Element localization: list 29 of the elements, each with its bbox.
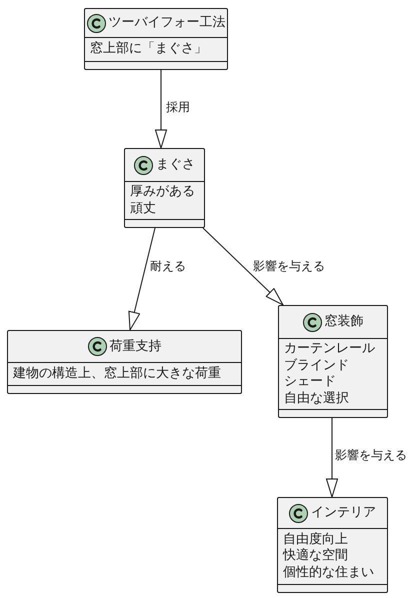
inheritance-arrow [128,228,156,330]
class-attribute: 窓上部に「まぐさ」 [90,41,208,58]
inheritance-arrow [202,228,284,306]
edge-label: 影響を与える [253,259,325,274]
class-name: 窓装飾 [324,314,364,330]
class-name: ツーバイフォー工法 [108,15,226,31]
edge-label: 耐える [150,259,186,274]
inheritance-arrow [326,418,338,498]
inheritance-arrow [155,70,167,148]
class-attribute: 頑丈 [130,200,157,217]
class-box [7,330,242,394]
class-attribute: 自由な選択 [284,390,350,407]
class-box [277,497,388,593]
class-attribute: 建物の構造上、窓上部に大きな荷重 [13,366,222,382]
class-attribute: 自由度向上 [283,532,349,548]
class-name: まぐさ [156,157,195,173]
class-box [84,8,228,70]
class-attribute: 厚みがある [130,184,196,200]
class-name: 荷重支持 [110,338,162,354]
class-attribute: カーテンレール [284,341,376,358]
edge-label: 採用 [166,100,190,115]
class-box [278,305,388,418]
edge-label: 影響を与える [335,448,407,463]
class-box [124,148,205,228]
class-attribute: ブラインド [284,358,350,374]
class-attribute: 快適な空間 [283,548,349,565]
class-name: インテリア [311,505,376,521]
class-attribute: シェード [284,374,337,390]
class-attribute: 個性的な住まい [283,564,375,582]
